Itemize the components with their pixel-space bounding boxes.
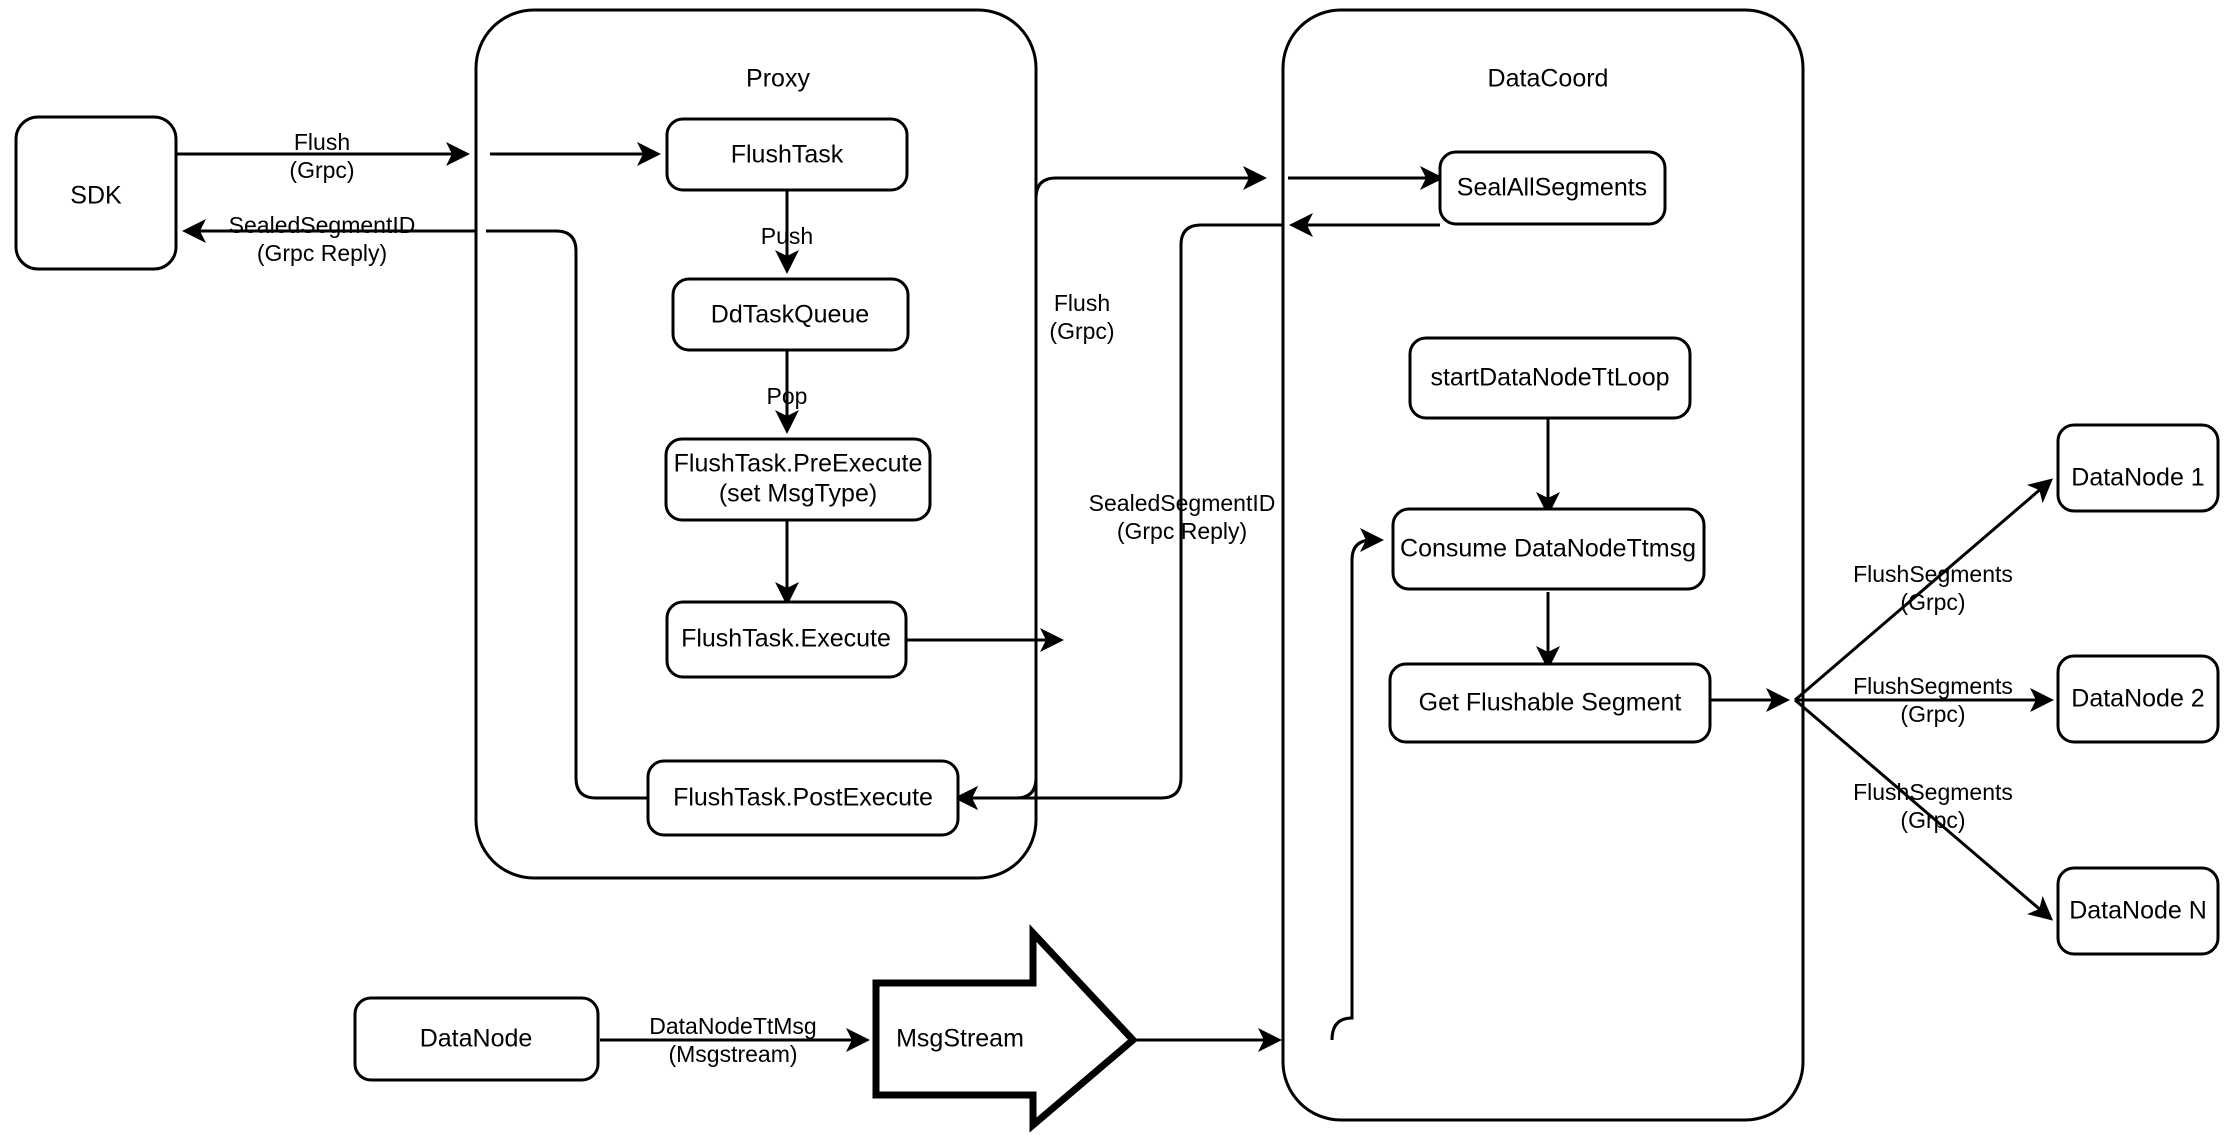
proxy-container-label: Proxy — [746, 65, 810, 93]
node-flushtask-label: FlushTask — [731, 141, 844, 169]
node-sdk[interactable]: SDK — [14, 115, 178, 271]
edge-label-sealedsegmentid-reply-line2: (Grpc Reply) — [257, 240, 387, 266]
node-datanode-2-rect[interactable] — [2056, 654, 2220, 744]
edge-postexecute-to-sdk-return — [486, 229, 648, 800]
edge-label-flushsegments-n-line2: (Grpc) — [1900, 807, 1965, 833]
node-datanode-n-rect[interactable] — [2056, 866, 2220, 956]
node-datanode-n-label: DataNode N — [2069, 897, 2207, 925]
node-consume-datanodettmsg[interactable]: Consume DataNodeTtmsg — [1391, 507, 1706, 591]
node-datanode-bottom-rect[interactable] — [353, 996, 600, 1082]
edge-label-flush-grpc-line1: Flush — [294, 129, 350, 155]
edge-label-proxy-flush-grpc-line1: Flush — [1054, 290, 1110, 316]
node-sealallsegments-label: SealAllSegments — [1457, 174, 1647, 202]
node-datanode-1[interactable]: DataNode 1 — [2056, 423, 2220, 513]
edge-label-sealedsegmentid-reply-line1: SealedSegmentID — [229, 212, 416, 238]
node-datanode-bottom[interactable]: DataNode — [353, 996, 600, 1082]
node-flushtask-preexecute-label-line2: (set MsgType) — [719, 480, 877, 508]
node-startdatanodettloop-rect[interactable] — [1408, 336, 1692, 420]
datacoord-container-label: DataCoord — [1488, 65, 1609, 93]
edge-label-flushsegments-2-line2: (Grpc) — [1900, 701, 1965, 727]
node-flushtask-execute-label: FlushTask.Execute — [681, 625, 891, 653]
node-msgstream-label: MsgStream — [896, 1025, 1024, 1053]
node-flushtask-postexecute[interactable]: FlushTask.PostExecute — [646, 759, 960, 837]
node-flushtask-postexecute-rect[interactable] — [646, 759, 960, 837]
edge-label-coord-sealedsegmentid-line2: (Grpc Reply) — [1117, 518, 1247, 544]
node-msgstream[interactable]: MsgStream — [872, 924, 1139, 1133]
node-datanode-bottom-label: DataNode — [420, 1025, 533, 1053]
edge-label-pop: Pop — [767, 383, 808, 409]
node-flushtask[interactable]: FlushTask — [665, 117, 909, 192]
node-ddtaskqueue-rect[interactable] — [671, 277, 910, 352]
edge-junction-to-datanode-n — [1794, 698, 2054, 921]
edge-proxy-boundary-to-postexecute — [954, 670, 1038, 810]
edge-label-flushsegments-1-line1: FlushSegments — [1853, 561, 2013, 587]
node-flushtask-preexecute[interactable]: FlushTask.PreExecute (set MsgType) — [664, 437, 932, 522]
node-flushtask-execute-rect[interactable] — [665, 600, 908, 679]
node-flushtask-postexecute-label: FlushTask.PostExecute — [673, 784, 933, 812]
node-sealallsegments[interactable]: SealAllSegments — [1438, 150, 1667, 226]
node-sealallsegments-rect[interactable] — [1438, 150, 1667, 226]
node-flushtask-preexecute-rect[interactable] — [664, 437, 932, 522]
node-datanode-2[interactable]: DataNode 2 — [2056, 654, 2220, 744]
node-consume-datanodettmsg-label: Consume DataNodeTtmsg — [1400, 535, 1696, 563]
node-sdk-label: SDK — [70, 182, 122, 210]
edge-label-datanodettmsg-line2: (Msgstream) — [668, 1041, 797, 1067]
node-flushtask-preexecute-label-line1: FlushTask.PreExecute — [674, 450, 923, 478]
node-msgstream-arrow-shape[interactable] — [872, 924, 1139, 1133]
node-get-flushable-segment-label: Get Flushable Segment — [1419, 689, 1682, 717]
edge-label-proxy-flush-grpc-line2: (Grpc) — [1049, 318, 1114, 344]
edge-label-flushsegments-1-line2: (Grpc) — [1900, 589, 1965, 615]
node-consume-datanodettmsg-rect[interactable] — [1391, 507, 1706, 591]
edge-datacoord-to-postexecute-reply — [954, 223, 1283, 810]
node-datanode-n[interactable]: DataNode N — [2056, 866, 2220, 956]
node-startdatanodettloop-label: startDataNodeTtLoop — [1430, 364, 1669, 392]
edge-label-flushsegments-n-line1: FlushSegments — [1853, 779, 2013, 805]
node-datanode-1-rect[interactable] — [2056, 423, 2220, 513]
edge-label-datanodettmsg-line1: DataNodeTtMsg — [649, 1013, 816, 1039]
edge-label-coord-sealedsegmentid-line1: SealedSegmentID — [1089, 490, 1276, 516]
edge-label-flush-grpc-line2: (Grpc) — [289, 157, 354, 183]
node-startdatanodettloop[interactable]: startDataNodeTtLoop — [1408, 336, 1692, 420]
node-datanode-1-label: DataNode 1 — [2071, 464, 2204, 492]
node-flushtask-execute[interactable]: FlushTask.Execute — [665, 600, 908, 679]
node-datanode-2-label: DataNode 2 — [2071, 685, 2204, 713]
node-get-flushable-segment-rect[interactable] — [1388, 662, 1712, 744]
edge-proxy-to-datacoord-flush — [1034, 166, 1267, 640]
datacoord-container — [1281, 8, 1805, 1122]
edge-junction-to-datanode-1 — [1794, 478, 2054, 702]
node-ddtaskqueue-label: DdTaskQueue — [711, 301, 869, 329]
edge-label-push: Push — [761, 223, 813, 249]
edge-label-flushsegments-2-line1: FlushSegments — [1853, 673, 2013, 699]
edge-msgstream-into-consume — [1330, 528, 1384, 1041]
node-ddtaskqueue[interactable]: DdTaskQueue — [671, 277, 910, 352]
node-sdk-rect[interactable] — [14, 115, 178, 271]
node-get-flushable-segment[interactable]: Get Flushable Segment — [1388, 662, 1712, 744]
node-flushtask-rect[interactable] — [665, 117, 909, 192]
